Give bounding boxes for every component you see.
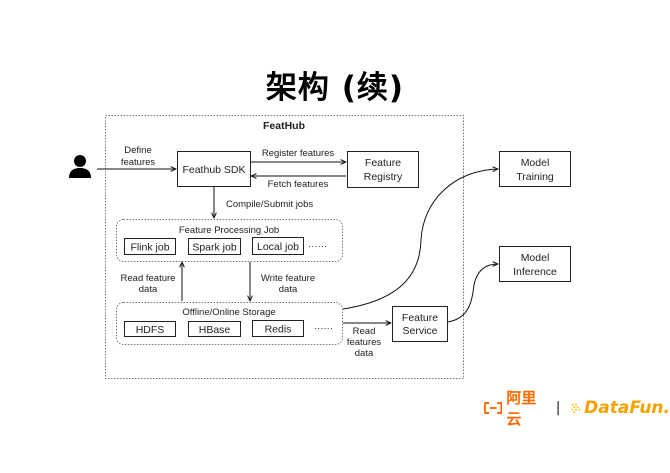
feature-registry-label-1: Feature	[365, 157, 401, 169]
processing-more-ellipsis: ······	[308, 241, 327, 252]
feature-processing-job-group: Feature Processing Job Flink job Spark j…	[116, 219, 343, 262]
feature-service-label-1: Feature	[402, 312, 438, 324]
feature-service-label-2: Service	[402, 325, 437, 337]
fetch-features-label: Fetch features	[268, 179, 329, 190]
write-feature-data-label-1: Write feature	[261, 273, 315, 284]
model-training-label-2: Training	[516, 171, 554, 183]
storage-more-ellipsis: ······	[314, 323, 333, 334]
local-job-node: Local job	[252, 237, 304, 255]
flink-job-label: Flink job	[130, 242, 169, 254]
aliyun-logo-icon	[484, 402, 503, 414]
storage-to-training-arrow	[342, 169, 498, 310]
datafun-logo-icon	[571, 403, 580, 413]
feature-processing-job-label: Feature Processing Job	[179, 225, 279, 236]
hdfs-node: HDFS	[124, 321, 176, 337]
logo-separator: |	[555, 400, 561, 416]
datafun-logo-text: DataFun.	[584, 398, 670, 418]
hdfs-label: HDFS	[136, 324, 165, 336]
spark-job-node: Spark job	[188, 238, 241, 255]
compile-submit-label: Compile/Submit jobs	[226, 199, 313, 210]
aliyun-logo-text: 阿里云	[506, 389, 537, 428]
define-features-label-2: features	[121, 157, 156, 168]
offline-online-storage-group: Offline/Online Storage HDFS HBase Redis …	[116, 302, 343, 345]
hbase-label: HBase	[199, 324, 231, 336]
redis-label: Redis	[265, 324, 292, 336]
footer-logos: 阿里云 | DataFun.	[484, 389, 670, 428]
feathub-label: FeatHub	[263, 120, 305, 132]
model-training-node: Model Training	[499, 151, 571, 187]
model-training-label-1: Model	[521, 157, 550, 169]
slide-title: 架构 (续)	[265, 70, 405, 106]
feature-service-node: Feature Service	[392, 306, 448, 342]
feathub-sdk-label: Feathub SDK	[182, 164, 245, 176]
feature-registry-node: Feature Registry	[347, 151, 419, 188]
local-job-label: Local job	[257, 241, 299, 253]
model-inference-node: Model Inference	[499, 246, 571, 282]
feature-registry-label-2: Registry	[364, 171, 403, 183]
feathub-container	[105, 115, 464, 379]
read-feature-data-label-1: Read feature	[121, 273, 176, 284]
model-inference-label-2: Inference	[513, 266, 557, 278]
read-feature-data-label-2: data	[139, 284, 158, 295]
read-features-data-label-2: features	[347, 337, 382, 348]
define-features-label-1: Define	[124, 145, 151, 156]
hbase-node: HBase	[188, 321, 241, 337]
flink-job-node: Flink job	[124, 238, 176, 255]
read-features-data-label-3: data	[355, 348, 374, 359]
read-features-data-label-1: Read	[353, 326, 376, 337]
user-icon	[69, 155, 91, 178]
redis-node: Redis	[252, 320, 304, 337]
offline-online-storage-label: Offline/Online Storage	[182, 307, 275, 318]
write-feature-data-label-2: data	[279, 284, 298, 295]
register-features-label: Register features	[262, 148, 335, 159]
service-to-inference-arrow	[447, 264, 498, 323]
feathub-sdk-node: Feathub SDK	[177, 151, 251, 187]
spark-job-label: Spark job	[192, 242, 237, 254]
model-inference-label-1: Model	[521, 252, 550, 264]
